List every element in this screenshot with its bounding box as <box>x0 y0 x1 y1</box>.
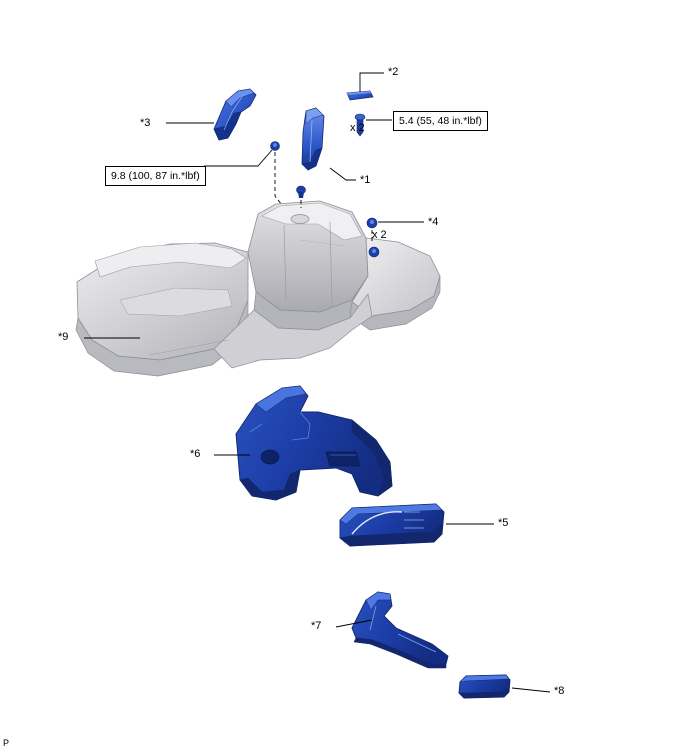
page-corner-mark: P <box>3 738 10 748</box>
bolt-4a <box>366 217 378 229</box>
bolt-3 <box>270 141 280 151</box>
callout-3: *3 <box>140 117 151 129</box>
callout-6: *6 <box>190 448 201 460</box>
callout-2: *2 <box>388 66 399 78</box>
callout-7: *7 <box>311 620 322 632</box>
callout-9: *9 <box>58 331 69 343</box>
bolt-4b <box>368 246 380 258</box>
callout-1: *1 <box>360 174 371 186</box>
part-6-insulator <box>235 385 393 501</box>
part-floor-carpet <box>75 200 441 377</box>
part-8-block <box>458 674 511 699</box>
callout-8: *8 <box>554 685 565 697</box>
quantity-bolt-4: x 2 <box>372 229 387 241</box>
part-2-plate <box>346 90 374 101</box>
callout-4: *4 <box>428 216 439 228</box>
part-7-bracket <box>351 591 449 669</box>
callout-5: *5 <box>498 517 509 529</box>
part-3-garnish <box>213 88 257 141</box>
assembly-dashed-lines <box>274 152 373 244</box>
part-1-trim <box>301 107 325 171</box>
torque-spec-1: 5.4 (55, 48 in.*lbf) <box>393 111 488 131</box>
part-5-panel <box>339 503 445 547</box>
torque-spec-2: 9.8 (100, 87 in.*lbf) <box>105 166 206 186</box>
quantity-bolt-2: x 2 <box>350 122 365 134</box>
bolt-1 <box>296 185 306 198</box>
